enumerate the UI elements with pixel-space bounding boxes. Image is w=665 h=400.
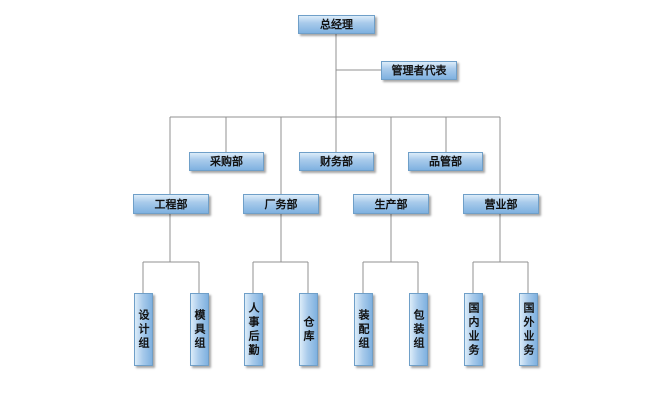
node-production: 生产部 (353, 194, 429, 214)
node-design-group: 设计组 (134, 293, 153, 366)
node-sales: 营业部 (463, 194, 539, 214)
node-factory-affairs: 厂务部 (243, 194, 319, 214)
node-quality: 品管部 (408, 152, 483, 171)
node-engineering: 工程部 (133, 194, 209, 214)
node-hr-logistics: 人事后勤 (244, 293, 263, 366)
node-foreign-business: 国外业务 (519, 293, 538, 366)
node-finance: 财务部 (299, 152, 374, 171)
node-mold-group: 模具组 (190, 293, 209, 366)
node-purchasing: 采购部 (189, 152, 264, 171)
node-domestic-business: 国内业务 (464, 293, 483, 366)
node-warehouse: 仓库 (299, 293, 318, 366)
node-general-manager: 总经理 (298, 15, 375, 34)
node-management-representative: 管理者代表 (381, 61, 457, 80)
node-assembly-group: 装配组 (354, 293, 373, 366)
node-packing-group: 包装组 (409, 293, 428, 366)
